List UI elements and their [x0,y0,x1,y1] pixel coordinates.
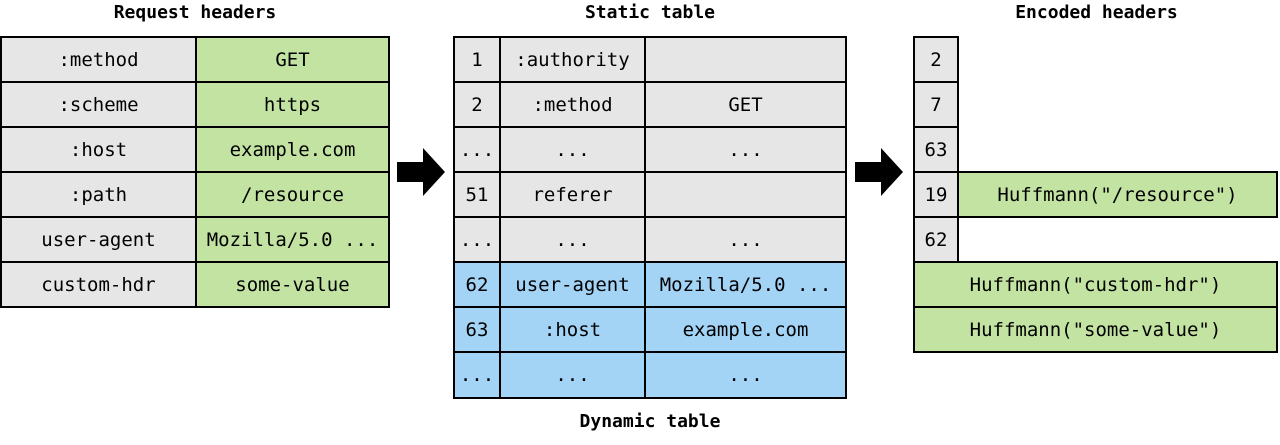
static-table-index: 51 [453,171,501,218]
request-header-name: :path [0,171,197,218]
static-table-value: ... [644,216,847,263]
request-header-value: some-value [195,261,390,308]
encoded-index: 7 [913,81,959,128]
right-arrow-icon [855,148,903,196]
static-table-index: 2 [453,81,501,128]
request-header-value: example.com [195,126,390,173]
encoded-headers-title: Encoded headers [1015,2,1178,23]
static-table-name: :authority [499,36,646,83]
request-header-value: Mozilla/5.0 ... [195,216,390,263]
request-header-value: GET [195,36,390,83]
dynamic-table-value: example.com [644,306,847,353]
request-header-name: :method [0,36,197,83]
static-table-name: :method [499,81,646,128]
huffman-resource: Huffmann("/resource") [957,171,1278,218]
dynamic-table-index: 62 [453,261,501,308]
static-table-value: ... [644,126,847,173]
dynamic-table-name: :host [499,306,646,353]
request-headers-title: Request headers [113,2,277,23]
huffman-some-value: Huffmann("some-value") [913,306,1278,353]
static-table-value [644,36,847,83]
encoded-index: 62 [913,216,959,263]
static-table-name: referer [499,171,646,218]
request-header-value: https [195,81,390,128]
request-header-name: :scheme [0,81,197,128]
dynamic-table-name: user-agent [499,261,646,308]
static-table-name: ... [499,216,646,263]
dynamic-table-name: ... [499,351,646,399]
static-table-name: ... [499,126,646,173]
request-header-value: /resource [195,171,390,218]
dynamic-table-value: Mozilla/5.0 ... [644,261,847,308]
static-table-value: GET [644,81,847,128]
dynamic-table-index: 63 [453,306,501,353]
dynamic-table-title: Dynamic table [579,411,721,432]
request-header-name: custom-hdr [0,261,197,308]
right-arrow-icon [397,148,445,196]
huffman-custom-hdr: Huffmann("custom-hdr") [913,261,1278,308]
static-table-index: 1 [453,36,501,83]
static-table-index: ... [453,126,501,173]
dynamic-table-value: ... [644,351,847,399]
encoded-index: 2 [913,36,959,83]
encoded-index: 63 [913,126,959,173]
static-table-value [644,171,847,218]
encoded-index: 19 [913,171,959,218]
request-header-name: :host [0,126,197,173]
dynamic-table-index: ... [453,351,501,399]
static-table-title: Static table [584,2,716,23]
static-table-index: ... [453,216,501,263]
request-header-name: user-agent [0,216,197,263]
